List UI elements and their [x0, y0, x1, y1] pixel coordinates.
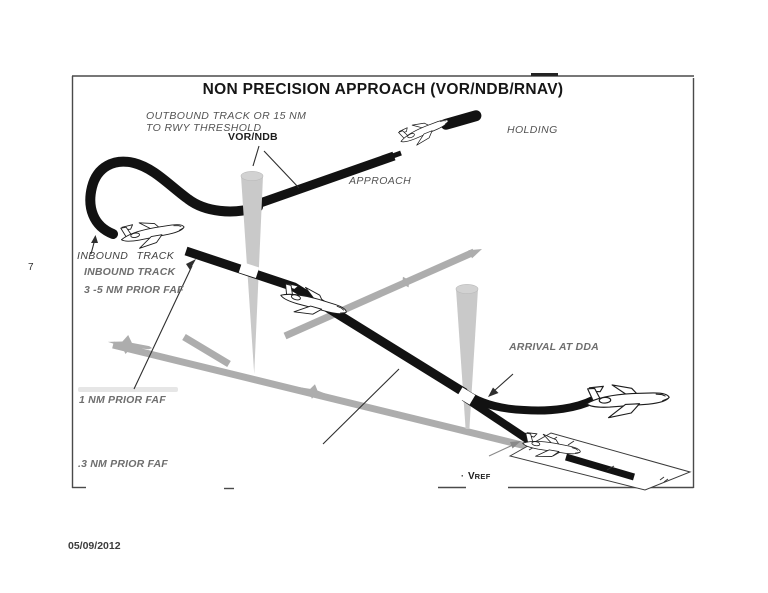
shadow-track-branch: [182, 333, 231, 368]
inbound-track-label: INBOUND TRACK: [84, 266, 176, 278]
outbound-leader: [263, 150, 300, 189]
outbound-track-band: [85, 156, 263, 239]
shadow-track-upper: [283, 248, 476, 340]
arrival-at-dda-label: ARRIVAL AT DDA: [509, 341, 599, 353]
dda-arrow: [493, 373, 514, 392]
ground-shadow-tracks: [78, 248, 531, 451]
station-passage-gap: [238, 261, 260, 279]
aircraft-holding-icon: [396, 111, 453, 151]
faf-1nm-label: 1 NM PRIOR FAF: [79, 394, 166, 406]
faf-1nm-leader: [133, 265, 193, 390]
leader-lines: [90, 145, 521, 457]
page-number: 7: [28, 262, 34, 273]
runway-centerline: [565, 453, 635, 481]
faf-3-5nm-label: 3 -5 NM PRIOR FAF: [84, 284, 184, 296]
level-off-band: [459, 387, 595, 415]
footer-date: 05/09/2012: [68, 540, 121, 552]
outbound-track-label: OUTBOUND TRACK OR 15 NM TO RWY THRESHOLD: [146, 110, 307, 134]
station-passage-gap: [456, 387, 476, 405]
shadow-track-ground: [112, 341, 531, 451]
vor-cone-2: [456, 289, 478, 429]
aircraft-leveloff-icon: [585, 381, 671, 420]
vref-label: ·VREF: [461, 471, 491, 482]
vor-ndb-leader: [252, 145, 260, 167]
procedure-tracks: [85, 110, 482, 239]
approach-label: APPROACH: [349, 175, 412, 187]
diagram-frame: [71, 73, 695, 490]
holding-pattern: [440, 110, 482, 130]
inbound-track-drawn-label: INBOUND TRACK: [77, 250, 175, 262]
shadow-track-arrow: [468, 249, 482, 259]
landing-band: [461, 393, 533, 445]
approach-track-band: [244, 151, 396, 213]
vref-bullet: ·: [461, 471, 464, 481]
runway-number-mark: [659, 476, 669, 483]
diagram-title: NON PRECISION APPROACH (VOR/NDB/RNAV): [202, 81, 564, 98]
faf-03nm-leader: [322, 368, 400, 445]
vref-arrow: [488, 443, 516, 457]
aircraft-inbound-icon: [118, 214, 187, 252]
holding-label: HOLDING: [507, 124, 558, 136]
scan-smudge: [78, 387, 178, 392]
vor-ndb-label: VOR/NDB: [228, 131, 278, 143]
faf-03nm-label: .3 NM PRIOR FAF: [78, 458, 168, 470]
